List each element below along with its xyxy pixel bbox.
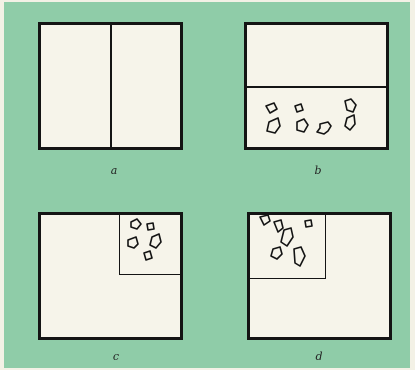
figure-panel: a b c: [4, 2, 410, 368]
panel-d-label: d: [304, 350, 334, 363]
panel-d-fragments: [4, 2, 410, 368]
